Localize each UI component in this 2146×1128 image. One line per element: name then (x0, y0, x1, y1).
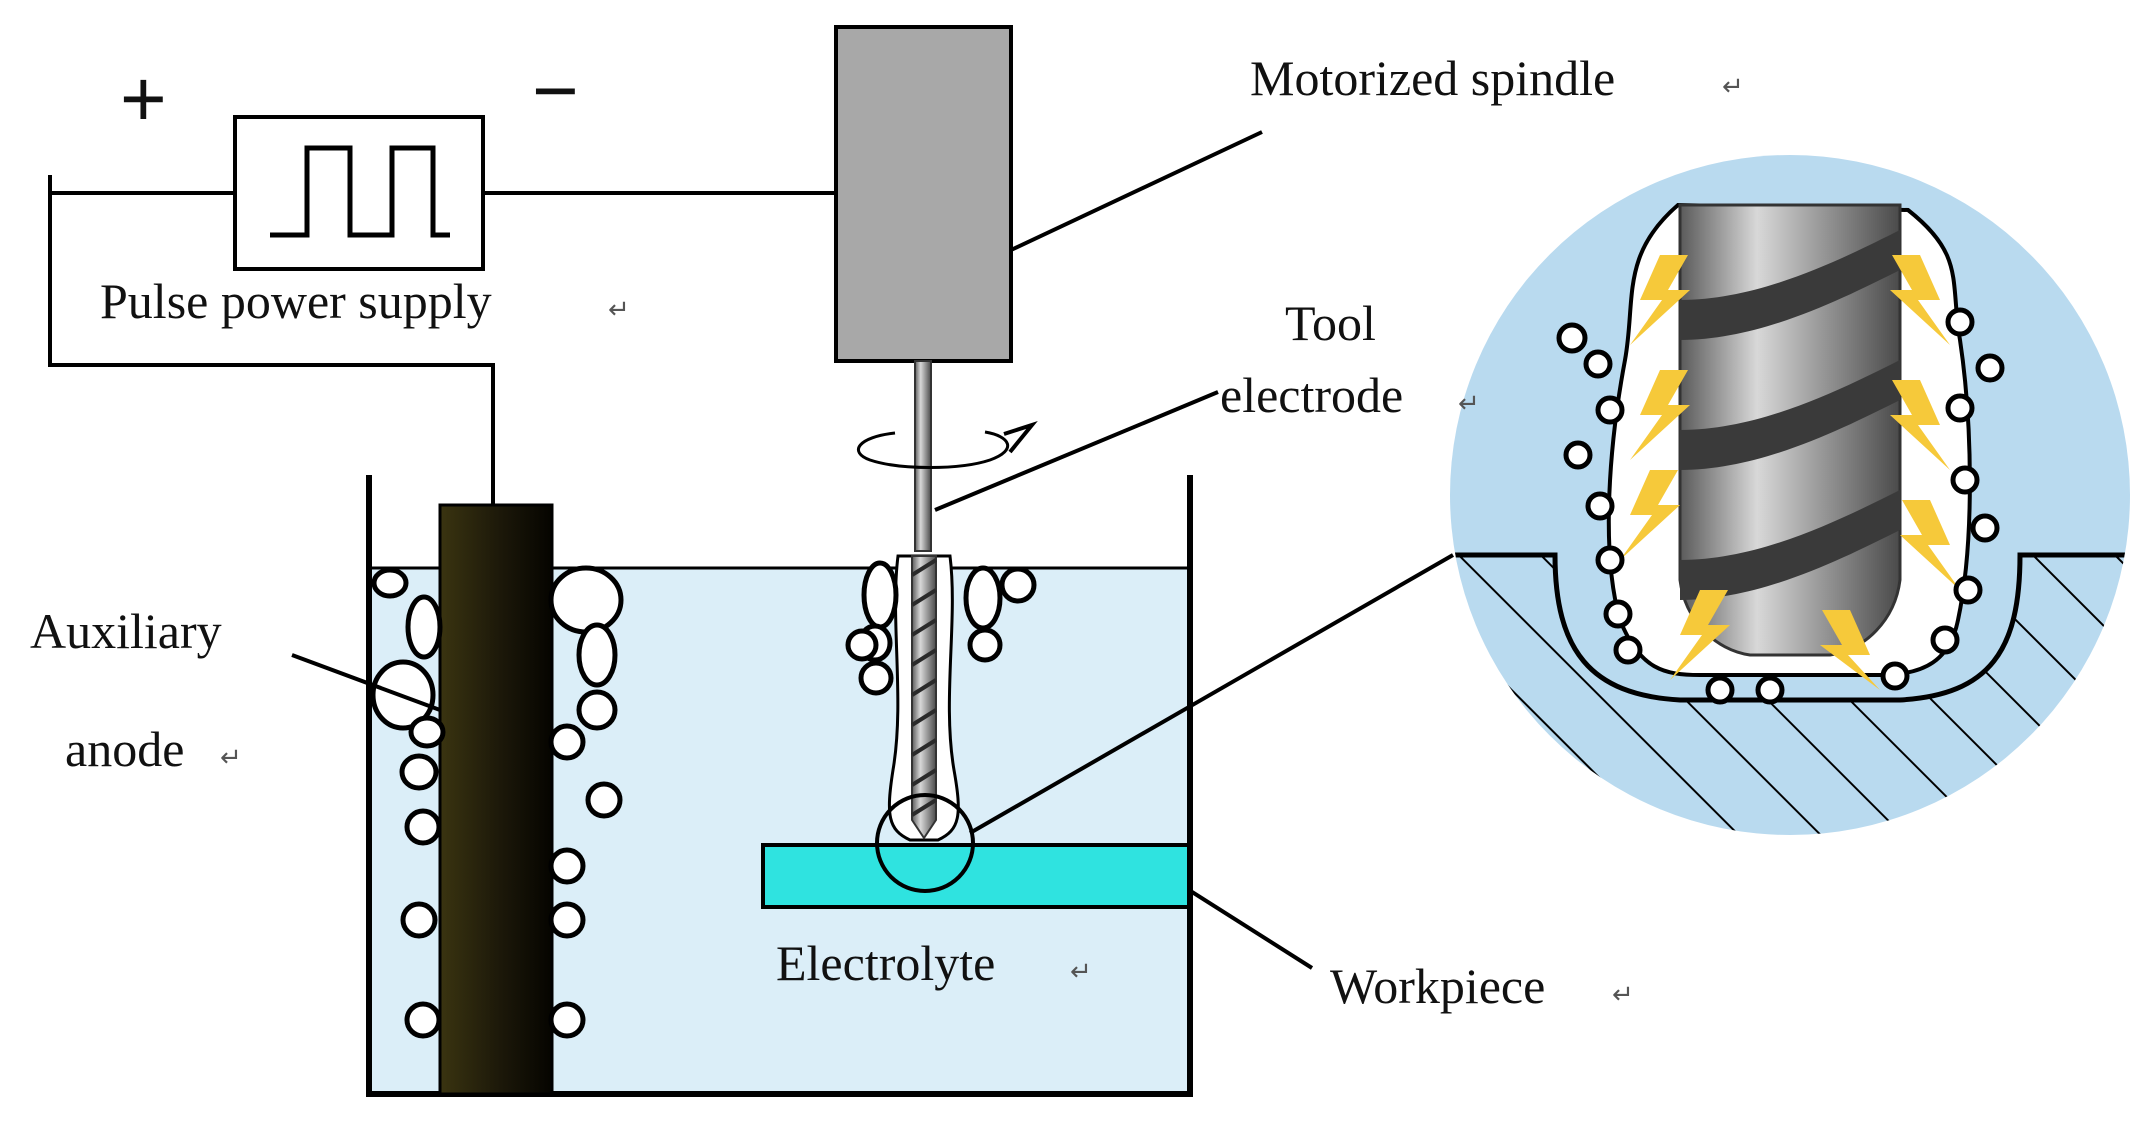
plus-sign: + (120, 54, 167, 143)
label-tool-electrode-line2: electrode (1220, 367, 1403, 423)
leader-detail (969, 553, 1454, 835)
tool-shank (914, 360, 932, 552)
leader-motorized-spindle (1010, 130, 1263, 252)
motorized-spindle (834, 25, 1013, 363)
tool-bubbles (845, 560, 1037, 696)
detail-callout-circle (875, 793, 975, 893)
wire-left (48, 191, 495, 505)
detail-workpiece-edge (1450, 552, 2130, 703)
label-electrolyte: Electrolyte (776, 935, 995, 991)
return-mark: ↵ (220, 743, 242, 773)
detail-tool-helix (1680, 230, 1900, 600)
return-mark: ↵ (1722, 72, 1744, 102)
return-mark: ↵ (1458, 389, 1480, 419)
return-mark: ↵ (1612, 980, 1634, 1010)
detail-view (1450, 155, 2130, 835)
anode-bubbles (370, 565, 624, 1039)
leader-tool-electrode (934, 390, 1219, 512)
pulse-waveform-icon (270, 145, 450, 238)
tool-flute (911, 555, 937, 840)
rotation-arrow-icon (857, 421, 1038, 469)
return-mark: ↵ (608, 295, 630, 325)
tool-helix (910, 558, 938, 817)
leader-auxiliary-anode (291, 653, 441, 712)
label-auxiliary-anode-line1: Auxiliary (30, 603, 222, 659)
label-workpiece: Workpiece (1330, 958, 1545, 1014)
minus-sign: − (532, 46, 579, 135)
workpiece (761, 843, 1191, 909)
label-pulse-power-supply: Pulse power supply (100, 273, 492, 329)
label-auxiliary-anode-line2: anode (65, 721, 184, 777)
spark-icons (1620, 255, 1960, 690)
detail-bubbles (1556, 307, 2005, 705)
pulse-power-supply-box (233, 115, 485, 271)
label-motorized-spindle: Motorized spindle (1250, 50, 1615, 106)
auxiliary-anode (438, 503, 554, 1096)
leader-workpiece (1187, 888, 1314, 970)
return-mark: ↵ (1070, 957, 1092, 987)
label-tool-electrode-line1: Tool (1285, 295, 1376, 351)
leader-lines (291, 130, 1454, 970)
tank-walls (366, 475, 1193, 1097)
power-circuit: + − (48, 46, 836, 505)
